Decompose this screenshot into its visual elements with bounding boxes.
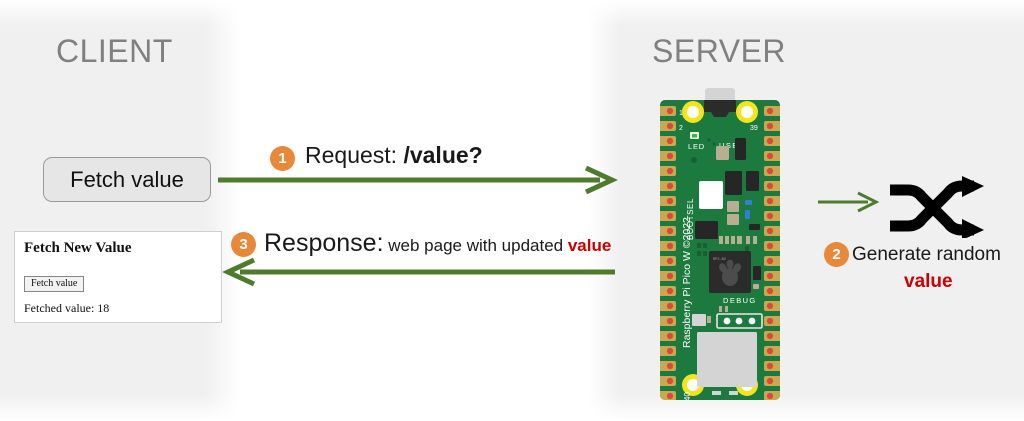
pin-label-2: 2 (679, 125, 683, 132)
bootsel-button (699, 181, 723, 209)
response-arrow (222, 257, 615, 287)
gpio-pads-right (764, 106, 780, 400)
generate-random-label: Generate random (852, 244, 1001, 265)
raspberry-pi-pico-w-board: 1 2 39 LED USB BOOTSEL Raspberry Pi Pico… (660, 88, 780, 401)
gpio-pads-left (660, 106, 676, 400)
generate-arrow (818, 191, 880, 213)
debug-header (716, 313, 763, 329)
flash-chip (753, 266, 761, 280)
shuffle-arrowhead-bottom (962, 219, 984, 238)
board-name-silkscreen: Raspberry Pi Pico W ©2022 (681, 217, 693, 348)
component-cap-2 (727, 214, 739, 225)
component-cap-1 (727, 201, 739, 212)
request-label-path: /value? (403, 142, 483, 168)
component-ic-4 (695, 221, 718, 239)
rp2040-chip (709, 251, 751, 293)
server-section-title: SERVER (652, 33, 787, 69)
led-silkscreen-label: LED (688, 142, 705, 151)
response-label-prefix: Response: (264, 229, 384, 257)
shuffle-arrowhead-top (962, 176, 984, 197)
client-section-title: CLIENT (56, 33, 173, 69)
browser-fetched-value-text: Fetched value: 18 (24, 301, 110, 315)
step-badge-3: 3 (231, 232, 256, 257)
pin-label-1: 1 (679, 110, 683, 117)
component-ic-1 (735, 138, 746, 160)
step-badge-2: 2 (824, 242, 849, 267)
component-crystal (716, 146, 729, 160)
component-vias (697, 243, 749, 256)
debug-silkscreen-label: DEBUG (723, 296, 757, 305)
pin-label-39: 39 (750, 125, 758, 132)
usb-footprint (704, 100, 736, 117)
shuffle-icon (890, 176, 984, 238)
raspberry-logo (719, 259, 741, 286)
browser-page-heading: Fetch New Value (24, 240, 132, 256)
response-label-detail: web page with updated (383, 236, 568, 255)
chip-marking: RP2-B2 (713, 258, 726, 262)
component-ic-2 (725, 171, 742, 195)
bottom-silkscreen-marks (712, 371, 738, 395)
component-white-1 (692, 314, 706, 326)
wifi-module-shield (697, 332, 757, 387)
component-blue-1 (745, 200, 752, 205)
browser-page-mockup: Fetch New Value Fetch value Fetched valu… (14, 231, 222, 323)
request-label-prefix: Request: (305, 142, 404, 168)
step-badge-1: 1 (270, 146, 295, 171)
component-ic-3 (746, 171, 759, 191)
component-res-2 (753, 284, 759, 289)
request-label: Request: /value? (305, 142, 483, 169)
response-label-value: value (567, 236, 612, 255)
component-res-1 (749, 224, 760, 230)
pin-label-40: 40 (683, 392, 692, 401)
response-label: Response: web page with updated value (264, 229, 611, 258)
generate-random-value-label: value (904, 271, 953, 292)
component-blue-2 (745, 210, 750, 219)
component-passives (719, 236, 757, 244)
bootsel-silkscreen-label: BOOTSEL (686, 198, 695, 240)
browser-fetch-value-button[interactable]: Fetch value (24, 276, 85, 292)
usb-silkscreen-label: USB (719, 141, 739, 150)
fetch-value-button[interactable]: Fetch value (43, 157, 211, 202)
request-arrow (218, 165, 618, 195)
